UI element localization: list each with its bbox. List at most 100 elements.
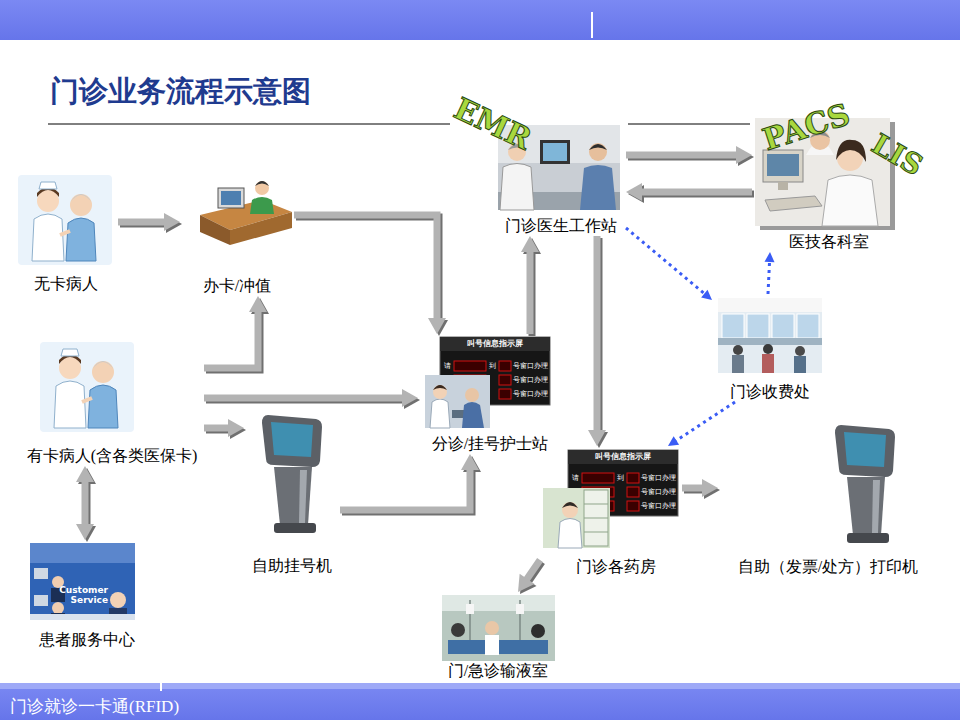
process-node: 自助（发票/处方）打印机	[718, 420, 938, 577]
photo-wall	[30, 543, 135, 563]
header-bar	[0, 0, 960, 40]
node-label: 门诊各药房	[576, 558, 656, 576]
agent-head	[110, 592, 126, 608]
arrow-head	[518, 574, 534, 592]
flow-arrow	[76, 466, 96, 542]
process-node: 门/急诊输液室	[436, 592, 560, 681]
node-label: 分诊/挂号护士站	[432, 435, 548, 453]
process-node: 无卡病人	[14, 170, 118, 294]
led-digits	[627, 501, 639, 511]
monitor-screen	[767, 154, 799, 176]
nurse-hair	[433, 385, 447, 390]
medicine-shelf	[584, 490, 608, 546]
flow-arrow	[521, 236, 541, 336]
desk-side	[230, 212, 292, 245]
arrow-head	[588, 430, 606, 446]
doctor-coat	[500, 164, 534, 211]
bar-tick	[591, 12, 593, 38]
flow-arrow	[682, 479, 720, 499]
node-label: 办卡/冲值	[203, 277, 271, 295]
board-text: 号窗口办理	[641, 473, 676, 483]
node-label: 门诊收费处	[730, 383, 810, 401]
doctor-head	[508, 143, 526, 161]
process-node: 分诊/挂号护士站	[418, 334, 562, 454]
arrow-shadow	[206, 312, 260, 370]
monitor	[763, 150, 803, 182]
led-digits	[499, 389, 511, 399]
node-label: 门诊医生工作站	[505, 217, 617, 235]
node-label: 无卡病人	[34, 275, 98, 293]
led-digits	[627, 473, 639, 483]
window-sign	[718, 298, 822, 312]
patient-head	[465, 388, 479, 402]
arrow-head	[428, 318, 446, 334]
arrow-head	[702, 479, 718, 497]
arrow-shadow	[296, 217, 439, 322]
arrow-head	[701, 290, 712, 300]
flow-arrow	[626, 146, 754, 166]
footer-text: 门诊就诊一卡通(RFID)	[10, 697, 179, 717]
board-text: 到	[617, 473, 624, 483]
board-text: 请	[444, 361, 451, 371]
board-text: 到	[489, 361, 496, 371]
desk-front	[200, 215, 230, 245]
process-node: 门诊收费处	[712, 294, 828, 402]
arrow-head	[765, 252, 775, 262]
flow-arrow	[204, 389, 420, 409]
photo-ground	[718, 298, 822, 373]
person-head	[733, 345, 743, 355]
payment-flow	[668, 402, 735, 446]
system-tag: EMR	[450, 93, 536, 154]
node-label: 自助（发票/处方）打印机	[738, 558, 918, 576]
photo-ground	[543, 488, 610, 548]
monitor	[540, 140, 570, 164]
arrow-line	[82, 480, 89, 526]
payment-flow	[626, 228, 712, 300]
photo-ground	[425, 375, 490, 428]
nurse-body	[430, 399, 450, 428]
arrow-line	[527, 250, 534, 334]
node-label: 门/急诊输液室	[448, 662, 548, 680]
board-header	[568, 450, 678, 464]
monitor	[34, 568, 48, 579]
person-body	[794, 356, 806, 373]
arrow-head	[736, 146, 752, 164]
bp-meter	[452, 410, 464, 418]
board-text: 号窗口办理	[513, 375, 548, 385]
led-digits	[499, 361, 511, 371]
process-node: 自助挂号机	[244, 412, 340, 576]
person-body	[732, 355, 744, 373]
person-head	[795, 346, 805, 356]
page-title: 门诊业务流程示意图	[50, 73, 311, 109]
pharmacist-head	[562, 502, 578, 518]
arrow-line	[118, 219, 166, 226]
nurse-body	[485, 635, 499, 655]
patient-picture	[18, 175, 112, 265]
patient-head	[451, 623, 465, 637]
arrow-head	[402, 389, 418, 407]
flow-arrow	[626, 183, 754, 203]
flow-arrow	[204, 296, 269, 370]
flow-arrow	[588, 236, 608, 448]
process-node: PACSLIS医技各科室	[752, 98, 940, 252]
system-tag: PACS	[759, 99, 853, 155]
photo-sign: Customer Service	[44, 585, 108, 605]
system-tag: LIS	[867, 130, 927, 181]
doctor-hair	[508, 144, 526, 150]
arrow-head	[228, 419, 244, 437]
board-header: 叫号信息指示屏	[440, 339, 550, 350]
arrow-head	[76, 524, 94, 540]
arrow-line	[340, 468, 470, 510]
node-label: 自助挂号机	[252, 557, 332, 575]
flow-arrow	[118, 213, 182, 233]
payment-flow	[765, 252, 775, 294]
patient-body	[580, 165, 616, 210]
board-text: 号窗口办理	[513, 361, 548, 371]
arrow-line	[640, 189, 752, 196]
person-head	[763, 344, 773, 354]
iv-bag	[516, 604, 524, 614]
photo-ground	[442, 595, 555, 661]
arrow-head	[76, 466, 94, 482]
